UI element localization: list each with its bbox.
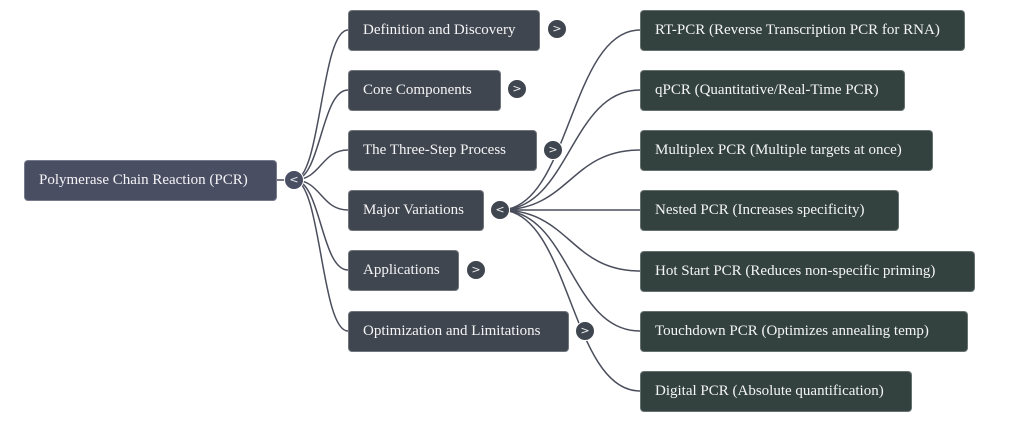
- root-collapse-icon[interactable]: <: [284, 170, 304, 190]
- branch-label: Optimization and Limitations: [363, 323, 541, 339]
- branch-major-variations[interactable]: Major Variations: [348, 190, 484, 231]
- variation-hot-start-pcr[interactable]: Hot Start PCR (Reduces non-specific prim…: [640, 251, 975, 292]
- variation-touchdown-pcr[interactable]: Touchdown PCR (Optimizes annealing temp): [640, 311, 968, 352]
- branch-three-step-process[interactable]: The Three-Step Process: [348, 130, 537, 171]
- branch-core-components[interactable]: Core Components: [348, 70, 501, 111]
- variation-label: Digital PCR (Absolute quantification): [655, 383, 884, 399]
- branch-optimization-and-limitations[interactable]: Optimization and Limitations: [348, 311, 569, 352]
- expand-icon[interactable]: >: [543, 140, 563, 160]
- root-node-label: Polymerase Chain Reaction (PCR): [39, 172, 248, 188]
- variation-multiplex-pcr[interactable]: Multiplex PCR (Multiple targets at once): [640, 130, 933, 171]
- collapse-icon[interactable]: <: [490, 200, 510, 220]
- expand-icon[interactable]: >: [507, 79, 527, 99]
- variation-label: qPCR (Quantitative/Real-Time PCR): [655, 82, 879, 98]
- variation-qpcr[interactable]: qPCR (Quantitative/Real-Time PCR): [640, 70, 905, 111]
- connector-variations-to-child-4: [499, 209, 641, 272]
- branch-definition-and-discovery[interactable]: Definition and Discovery: [348, 10, 540, 51]
- branch-label: Applications: [363, 262, 440, 278]
- connector-root-to-branch-5: [293, 179, 349, 332]
- variation-label: Multiplex PCR (Multiple targets at once): [655, 142, 902, 158]
- root-node[interactable]: Polymerase Chain Reaction (PCR): [24, 160, 277, 201]
- connector-variations-to-child-0: [499, 29, 641, 211]
- expand-icon[interactable]: >: [466, 260, 486, 280]
- variation-rt-pcr[interactable]: RT-PCR (Reverse Transcription PCR for RN…: [640, 10, 965, 51]
- expand-icon[interactable]: >: [575, 321, 595, 341]
- variation-label: Touchdown PCR (Optimizes annealing temp): [655, 323, 929, 339]
- branch-label: Definition and Discovery: [363, 22, 516, 38]
- variation-label: Nested PCR (Increases specificity): [655, 202, 865, 218]
- expand-icon[interactable]: >: [547, 19, 567, 39]
- branch-label: The Three-Step Process: [363, 142, 507, 158]
- connector-root-to-branch-0: [293, 29, 349, 181]
- connector-variations-to-child-1: [499, 89, 641, 211]
- branch-label: Core Components: [363, 82, 472, 98]
- variation-label: RT-PCR (Reverse Transcription PCR for RN…: [655, 22, 940, 38]
- variation-digital-pcr[interactable]: Digital PCR (Absolute quantification): [640, 371, 912, 412]
- connector-variations-to-child-5: [499, 209, 641, 332]
- variation-nested-pcr[interactable]: Nested PCR (Increases specificity): [640, 190, 899, 231]
- branch-label: Major Variations: [363, 202, 464, 218]
- branch-applications[interactable]: Applications: [348, 250, 459, 291]
- connector-variations-to-child-2: [499, 149, 641, 211]
- variation-label: Hot Start PCR (Reduces non-specific prim…: [655, 263, 936, 279]
- connector-variations-to-child-6: [499, 209, 641, 392]
